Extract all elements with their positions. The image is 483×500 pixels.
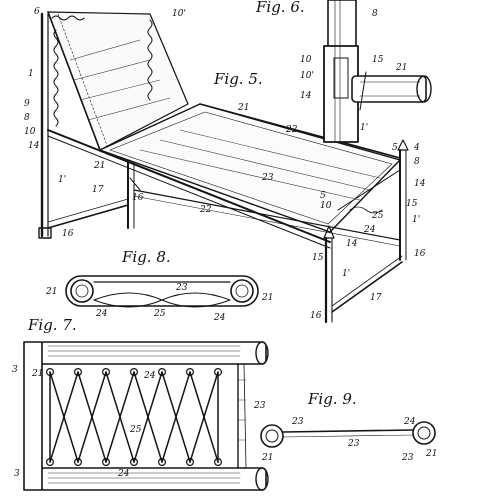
ref-25-fig7: 25 xyxy=(129,425,142,435)
fig5-couch-frame xyxy=(38,11,409,324)
ref-7: 9 xyxy=(24,99,30,109)
ref-6: 8 xyxy=(24,113,30,123)
ref-9-fig6: 10' xyxy=(300,71,314,81)
ref-1: 1 xyxy=(28,69,34,79)
ref-10prime-fig6: 15 xyxy=(372,55,384,65)
ref-10prime-fig5b: 15 xyxy=(406,199,418,209)
right-end-frame xyxy=(323,139,409,324)
ref-17a: 21 xyxy=(93,161,105,171)
ref-22-fig5: 23 xyxy=(261,173,274,183)
fig8-band-top-view xyxy=(65,275,259,308)
ref-24-fig9: 24 xyxy=(403,417,416,427)
ref-16-fig7b: 3 xyxy=(14,469,20,479)
ref-17-fig9b: 21 xyxy=(425,449,437,459)
ref-15-fig5b: 17 xyxy=(370,293,382,303)
ref-6-fig6: 8 xyxy=(372,9,378,19)
eyelets-top xyxy=(45,368,223,377)
ref-17-fig8a: 21 xyxy=(45,287,57,297)
ref-1prime-fig5b: 1' xyxy=(412,215,420,225)
ref-21b: 22 xyxy=(199,205,212,215)
fig9-band-section xyxy=(260,421,436,448)
ref-8: 10 xyxy=(24,127,36,137)
front-left-leg xyxy=(47,149,141,229)
ref-4: 6 xyxy=(34,7,40,17)
caption-fig7: Fig. 7. xyxy=(27,316,77,334)
ref-24-fig7b: 24 xyxy=(117,469,130,479)
ref-17-fig6: 21 xyxy=(395,63,407,73)
ref-25-fig5: 25 xyxy=(371,211,384,221)
ref-25-fig8: 25 xyxy=(153,309,166,319)
ref-17-fig9a: 21 xyxy=(261,453,273,463)
ref-10-fig5c: 14 xyxy=(346,239,358,249)
ref-8-fig5b: 10 xyxy=(320,201,332,211)
caption-fig9: Fig. 9. xyxy=(307,390,357,408)
ref-17b: 21 xyxy=(237,103,249,113)
ref-15-fig5: 17 xyxy=(92,185,104,195)
ref-8-fig6: 10 xyxy=(300,55,312,65)
ref-21a: 22 xyxy=(285,125,298,135)
ref-24-fig5: 24 xyxy=(363,225,376,235)
ref-1prime-fig6: 1' xyxy=(360,123,368,133)
lacing-cords xyxy=(49,371,219,463)
ref-14-fig5c: 16 xyxy=(414,249,426,259)
caption-fig5: Fig. 5. xyxy=(213,70,263,88)
ref-24-fig8b: 24 xyxy=(213,313,226,323)
ref-10-fig5b: 14 xyxy=(414,179,426,189)
ref-6-fig5: 8 xyxy=(414,157,420,167)
ref-14-fig5d: 16 xyxy=(310,311,322,321)
ref-1prime-fig5: 1' xyxy=(58,175,66,185)
ref-10: 14 xyxy=(28,141,40,151)
ref-9-fig5: 10' xyxy=(172,9,186,19)
ref-17-fig7a: 21 xyxy=(31,369,43,379)
ref-10prime-fig5c: 15 xyxy=(312,253,324,263)
backrest-panel xyxy=(47,11,189,151)
side-rails xyxy=(47,103,401,249)
ref-1prime-fig5c: 1' xyxy=(342,269,350,279)
ref-17-fig8b: 21 xyxy=(261,293,273,303)
ref-22-fig9a: 23 xyxy=(291,417,304,427)
ref-14-fig5b: 16 xyxy=(62,229,74,239)
ref-24-fig7a: 24 xyxy=(143,371,156,381)
rear-crossbar xyxy=(133,189,401,247)
reference-numerals: 6 1 9 8 10 14 21 21 22 22 23 17 16 16 1'… xyxy=(12,7,437,479)
ref-22-fig7: 23 xyxy=(253,401,266,411)
caption-fig6: Fig. 6. xyxy=(255,0,305,16)
fig6-tube-joint xyxy=(323,0,432,143)
caption-fig8: Fig. 8. xyxy=(121,248,171,266)
ref-24-fig8a: 24 xyxy=(95,309,108,319)
ref-2: 4 xyxy=(413,143,420,153)
ref-3-fig5a: 5 xyxy=(392,143,398,153)
left-rear-post xyxy=(38,12,52,239)
ref-3-fig5b: 5 xyxy=(320,191,326,201)
ref-22-fig8: 23 xyxy=(175,283,188,293)
fig7-lacing-panel xyxy=(23,341,269,491)
ref-14-fig5a: 16 xyxy=(132,193,144,203)
ref-16-fig7a: 3 xyxy=(12,365,18,375)
ref-10-fig6: 14 xyxy=(300,91,312,101)
ref-23-fig9: 23 xyxy=(347,439,360,449)
ref-22-fig9b: 23 xyxy=(401,453,414,463)
